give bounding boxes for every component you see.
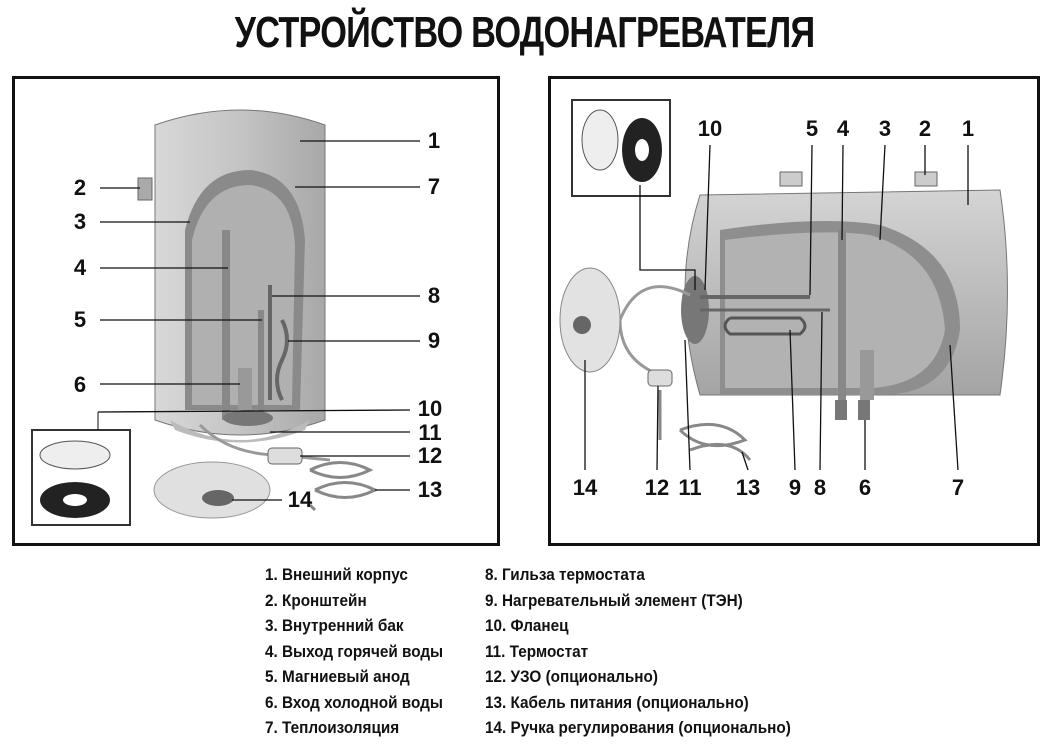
right-label-7: 7 (951, 475, 965, 500)
legend-item: 13. Кабель питания (опционально) (485, 692, 749, 712)
horizontal-heater-panel (548, 76, 1040, 546)
right-label-5: 5 (805, 116, 819, 141)
legend-item: 10. Фланец (485, 616, 569, 635)
right-label-2: 2 (918, 116, 932, 141)
legend-item: 9. Нагревательный элемент (ТЭН) (485, 590, 743, 610)
right-label-8: 8 (813, 475, 827, 500)
left-label-4: 4 (73, 255, 87, 280)
legend-item: 1. Внешний корпус (265, 565, 408, 584)
right-label-3: 3 (878, 116, 892, 141)
legend-item: 3. Внутренний бак (265, 616, 404, 635)
left-label-8: 8 (427, 283, 441, 308)
right-label-4: 4 (836, 116, 850, 141)
left-label-6: 6 (73, 372, 87, 397)
right-label-10: 10 (697, 116, 723, 141)
page-title: УСТРОЙСТВО ВОДОНАГРЕВАТЕЛЯ (234, 8, 815, 57)
left-label-11: 11 (418, 420, 442, 445)
vertical-heater-panel (12, 76, 500, 546)
legend-column-1: 1. Внешний корпус 2. Кронштейн 3. Внутре… (265, 562, 463, 741)
left-label-7: 7 (427, 174, 441, 199)
right-label-1: 1 (961, 116, 975, 141)
left-label-10: 10 (417, 396, 443, 421)
legend-item: 4. Выход горячей воды (265, 641, 444, 661)
right-leader-lines (584, 144, 969, 471)
right-label-13: 13 (735, 475, 761, 500)
left-leader-lines (97, 140, 420, 501)
right-label-9: 9 (788, 475, 802, 500)
right-label-6: 6 (858, 475, 872, 500)
left-label-5: 5 (73, 307, 87, 332)
legend-item: 8. Гильза термостата (485, 565, 645, 584)
vertical-heater-drawing (31, 109, 379, 526)
left-label-3: 3 (73, 209, 87, 234)
legend-item: 2. Кронштейн (265, 590, 367, 610)
horizontal-heater-drawing (559, 99, 1008, 461)
right-label-14: 14 (572, 475, 598, 500)
left-label-1: 1 (427, 128, 441, 153)
left-label-14: 14 (287, 487, 313, 512)
left-label-13: 13 (417, 477, 443, 502)
right-label-12: 12 (644, 475, 670, 500)
left-label-9: 9 (427, 328, 441, 353)
legend-item: 7. Теплоизоляция (265, 718, 400, 737)
right-label-11: 11 (678, 475, 702, 500)
legend-item: 14. Ручка регулирования (опционально) (485, 718, 791, 737)
left-label-12: 12 (417, 443, 443, 468)
legend-item: 11. Термостат (485, 641, 589, 661)
left-label-2: 2 (73, 175, 87, 200)
legend-column-2: 8. Гильза термостата 9. Нагревательный э… (485, 562, 825, 741)
legend-item: 5. Магниевый анод (265, 667, 410, 686)
legend-item: 6. Вход холодной воды (265, 692, 443, 712)
legend-item: 12. УЗО (опционально) (485, 667, 658, 686)
